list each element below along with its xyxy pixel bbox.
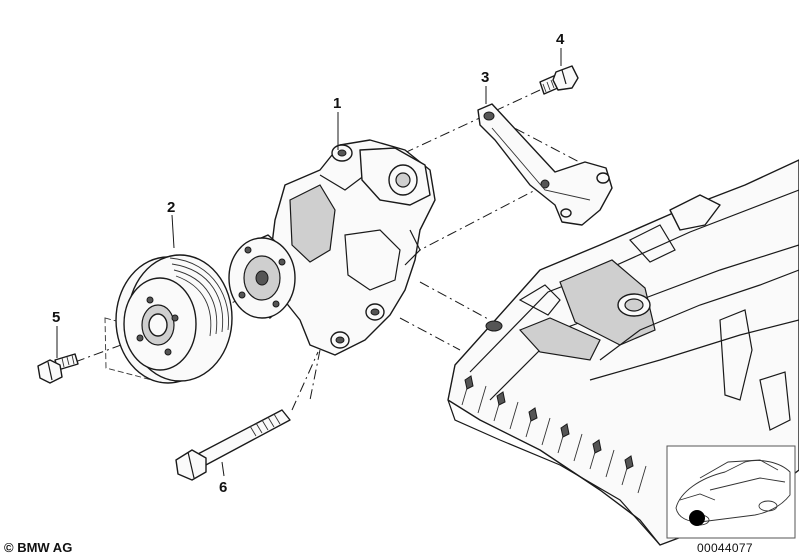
bolt-long <box>175 409 291 481</box>
callout-3: 3 <box>481 69 489 86</box>
copyright-text: © BMW AG <box>4 540 73 555</box>
document-number: 00044077 <box>697 541 753 555</box>
bolt-short <box>37 353 79 384</box>
callout-6: 6 <box>219 479 227 496</box>
location-marker-dot <box>689 510 705 526</box>
power-steering-pump <box>228 139 436 356</box>
car-location-inset <box>666 445 796 539</box>
pulley <box>115 254 233 384</box>
callout-4: 4 <box>556 31 565 48</box>
callout-2: 2 <box>167 199 175 216</box>
leader-lines <box>56 48 562 477</box>
callout-1: 1 <box>333 95 341 112</box>
bracket <box>477 103 613 226</box>
bolt-small <box>539 65 579 95</box>
callout-5: 5 <box>52 309 60 326</box>
